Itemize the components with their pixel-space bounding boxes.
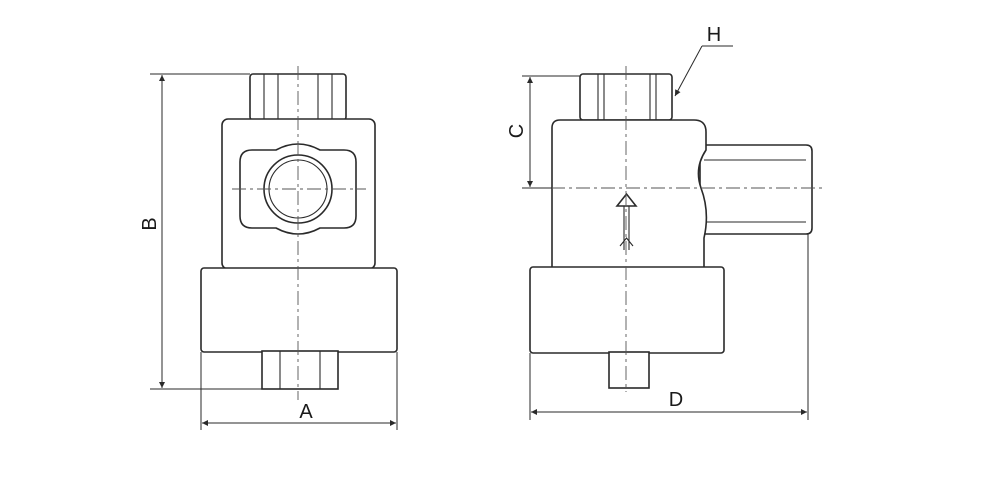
- dimension-c: C: [506, 75, 580, 189]
- front-bottom-nut: [261, 350, 339, 390]
- leader-h: H: [674, 24, 733, 97]
- flow-direction-arrow-icon: [615, 192, 638, 250]
- dimension-d: D: [529, 234, 809, 420]
- dimension-label-d: D: [669, 389, 683, 411]
- dimension-label-a: A: [299, 401, 313, 423]
- dimension-a: A: [200, 352, 398, 430]
- side-bottom-stem: [608, 351, 650, 389]
- dimension-label-h: H: [707, 24, 721, 46]
- dimension-b: B: [139, 73, 262, 390]
- side-pipe: [699, 144, 813, 235]
- front-port: [239, 143, 357, 235]
- dimension-label-b: B: [139, 217, 161, 230]
- front-view: B A: [139, 66, 398, 430]
- side-view: C D H: [506, 24, 824, 420]
- side-bottom-cap: [529, 266, 725, 354]
- dimension-label-c: C: [506, 124, 528, 138]
- front-bottom-cap: [200, 267, 398, 353]
